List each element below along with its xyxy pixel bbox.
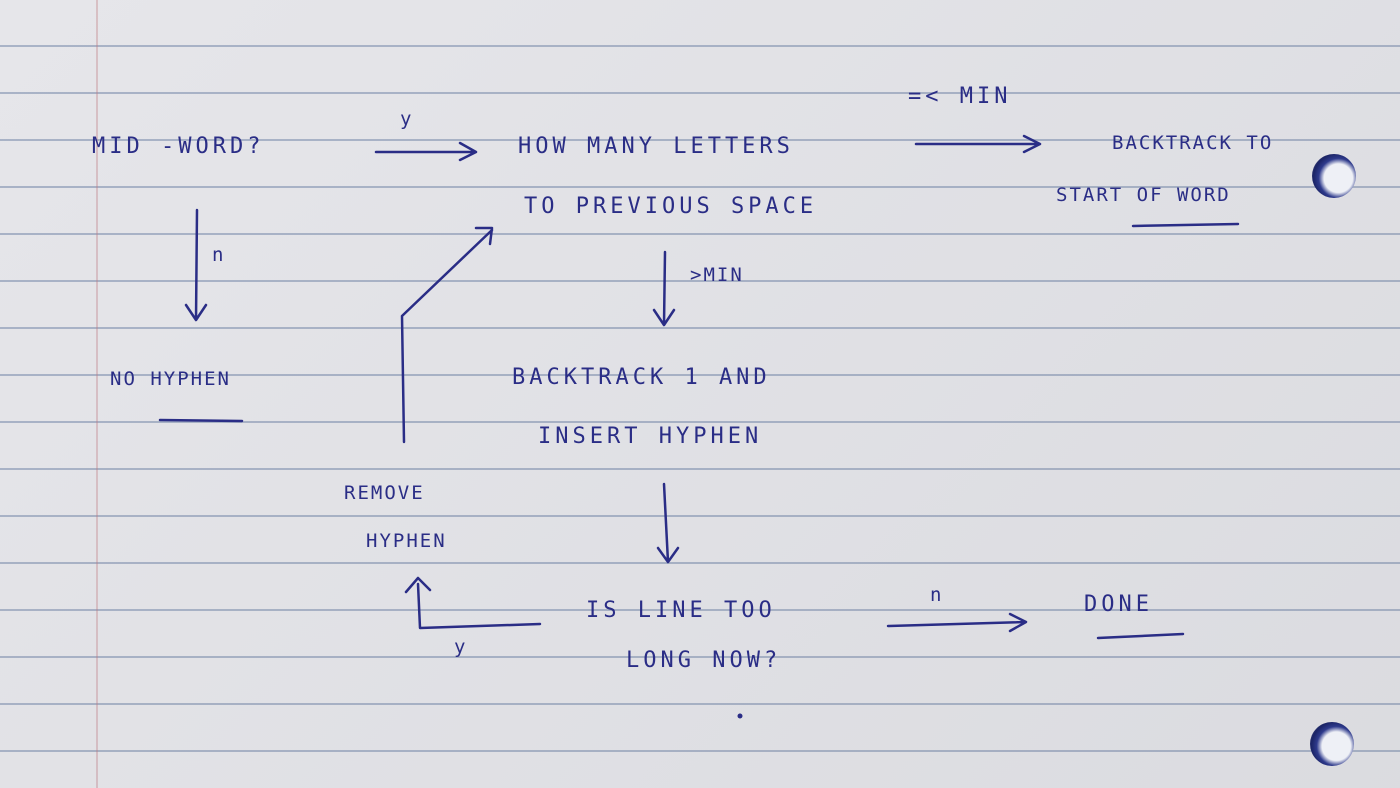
arrow-midword-to-howmany [374,141,478,162]
node-line-too-long-line2: LONG NOW? [626,648,782,673]
margin-line [96,0,98,788]
node-line-too-long-line1: IS LINE TOO [586,598,776,623]
arrow-toolong-to-remove [404,576,542,630]
node-backtrack-insert-line2: INSERT HYPHEN [538,424,763,449]
node-done: DONE [1084,592,1153,617]
arrow-insert-to-toolong [656,482,680,564]
node-backtrack-start-line2: START OF WORD [1056,184,1231,206]
node-remove-hyphen-line1: REMOVE [344,482,425,504]
arrow-remove-to-howmany [400,226,494,444]
edge-label-gt-min: >MIN [690,264,744,286]
arrow-howmany-to-backtrack-insert [652,250,676,327]
node-how-many-line1: HOW MANY LETTERS [518,134,794,159]
arrow-toolong-to-done [886,612,1028,633]
edge-label-no: n [930,584,944,606]
edge-label-le-min: =< MIN [908,84,1012,109]
node-no-hyphen: NO HYPHEN [110,368,231,390]
underline-backtrack-start [1131,222,1240,228]
punch-hole [1310,722,1354,766]
edge-label-yes: y [400,108,414,130]
node-remove-hyphen-line2: HYPHEN [366,530,447,552]
edge-label-yes: y [454,636,468,658]
node-backtrack-start-line1: BACKTRACK TO [1112,132,1274,154]
punch-hole [1312,154,1356,198]
node-how-many-line2: TO PREVIOUS SPACE [524,194,818,219]
edge-label-no: n [212,244,226,266]
node-backtrack-insert-line1: BACKTRACK 1 AND [512,365,771,390]
node-mid-word: MID -WORD? [92,134,265,159]
ink-dot [737,713,743,719]
arrow-midword-to-nohyphen [184,208,208,322]
underline-done [1096,632,1185,640]
underline-no-hyphen [158,418,244,423]
arrow-howmany-to-backtrack-start [914,134,1042,154]
